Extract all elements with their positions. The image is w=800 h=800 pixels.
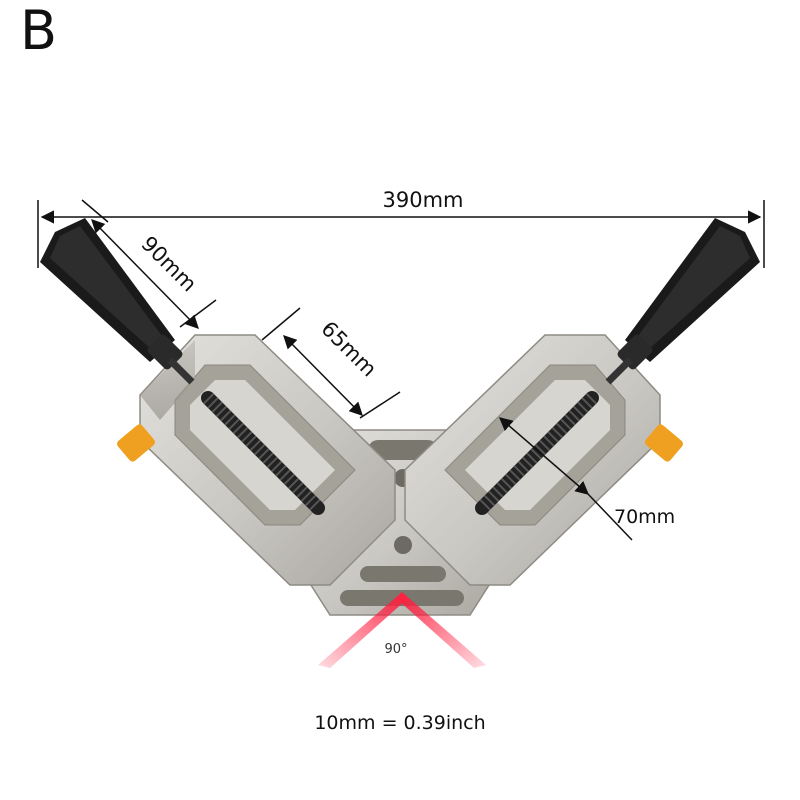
right-handle [605, 218, 760, 385]
dimension-jaw-depth [498, 417, 633, 541]
laser-lines [318, 592, 486, 668]
dimension-label-overall: 390mm [383, 188, 464, 212]
dimension-label-jaw-depth: 70mm [614, 506, 675, 528]
left-knob [117, 424, 155, 462]
dimension-label-jaw-width: 65mm [316, 317, 381, 382]
dimension-jaw-width [261, 307, 401, 419]
dimension-overall-width [37, 200, 765, 268]
angle-label: 90° [384, 642, 407, 657]
dimension-handle-length [81, 199, 217, 329]
left-handle [40, 218, 195, 385]
dimension-label-handle: 90mm [136, 232, 201, 297]
unit-conversion-note: 10mm = 0.39inch [314, 712, 486, 734]
left-vise [139, 334, 396, 586]
panel-letter: B [20, 0, 58, 62]
right-knob [645, 424, 683, 462]
